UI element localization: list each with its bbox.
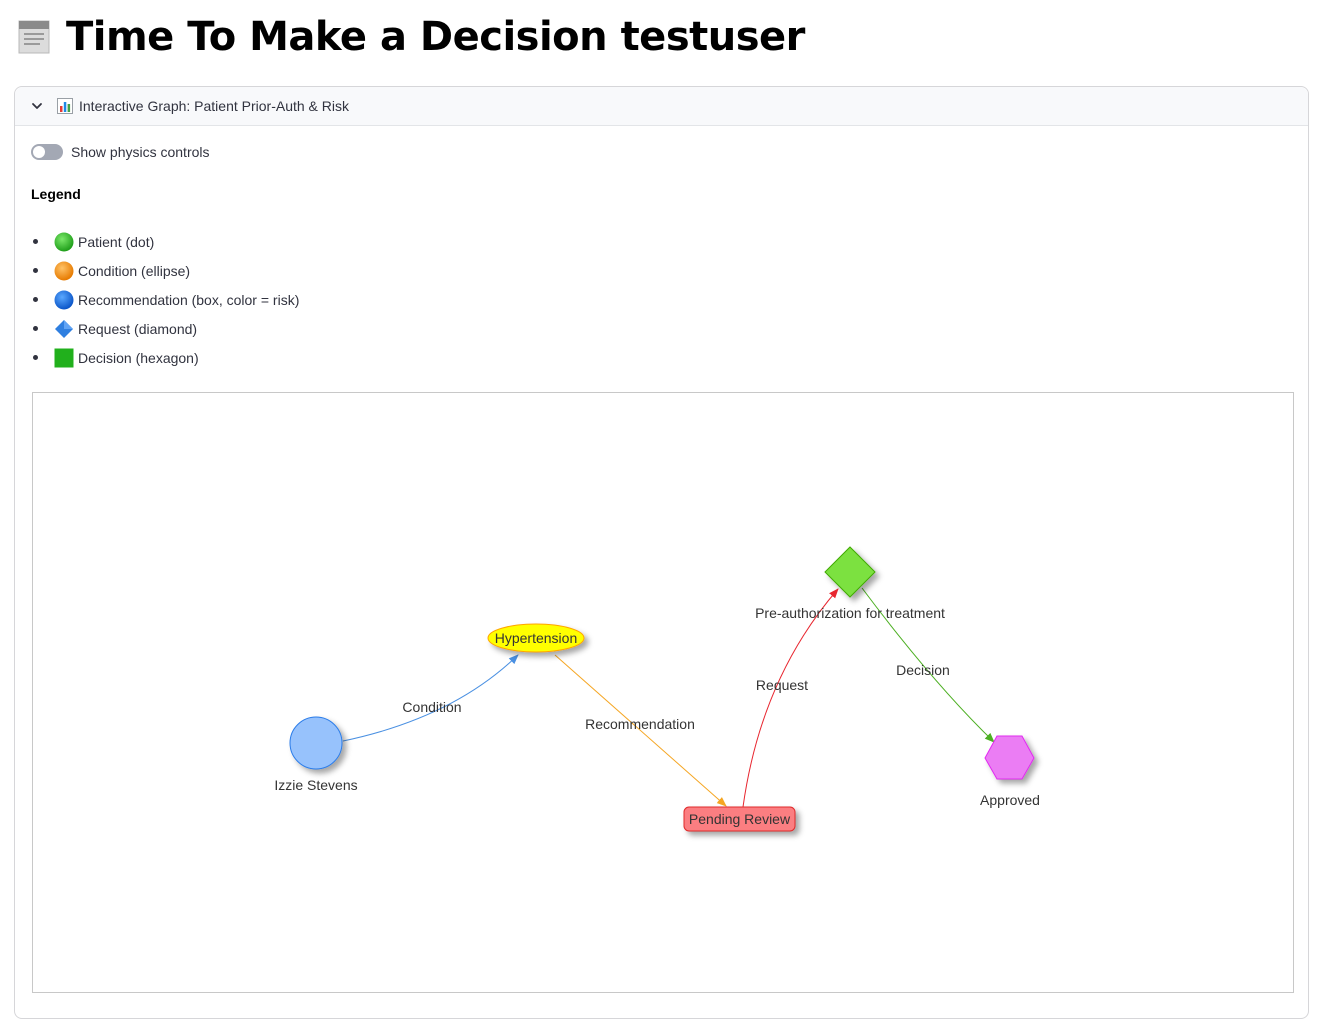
page-title-text: Time To Make a Decision testuser [66,14,805,60]
node-recommendation[interactable]: Pending Review [683,806,796,832]
green-circle-icon [54,232,74,251]
graph-expander: Interactive Graph: Patient Prior-Auth & … [14,86,1309,1019]
legend-item-label: Condition (ellipse) [78,262,191,279]
bullet [33,268,38,273]
edge-decision[interactable] [861,587,995,743]
edge-label: Request [756,677,808,693]
legend-item: Decision (hexagon) [31,343,299,372]
expander-title: Interactive Graph: Patient Prior-Auth & … [79,98,349,114]
legend-item-label: Request (diamond) [78,320,198,337]
legend-item: Patient (dot) [31,227,299,256]
bullet [33,355,38,360]
edge-label: Decision [896,662,950,678]
legend-list: Patient (dot) Condition (ellipse) Recomm… [31,227,299,372]
network-graph-canvas[interactable]: Condition Recommendation Request Decisio… [33,393,1293,992]
node-label: Pre-authorization for treatment [755,605,945,621]
edge-label: Recommendation [585,716,695,732]
edge-request[interactable] [742,588,839,808]
legend-item-label: Decision (hexagon) [78,349,199,366]
node-condition[interactable]: Hypertension [487,623,585,653]
node-label: Pending Review [689,811,791,827]
legend-item-label: Patient (dot) [78,233,155,250]
node-label: Approved [980,792,1040,808]
physics-toggle-row[interactable]: Show physics controls [31,144,210,160]
node-request[interactable]: Pre-authorization for treatment [755,546,945,621]
edge-recommendation[interactable] [554,654,727,807]
legend-item: Condition (ellipse) [31,256,299,285]
expander-header[interactable]: Interactive Graph: Patient Prior-Auth & … [15,87,1308,126]
bullet [33,297,38,302]
physics-toggle[interactable] [31,144,63,160]
bullet [33,326,38,331]
orange-circle-icon [54,261,74,280]
edge-label: Condition [402,699,461,715]
network-graph[interactable]: Condition Recommendation Request Decisio… [32,392,1294,993]
legend-title: Legend [31,186,81,202]
legend-item: Request (diamond) [31,314,299,343]
page-title: Time To Make a Decision testuser [16,14,805,60]
bullet [33,239,38,244]
edge-condition[interactable] [342,654,519,742]
green-square-icon [54,348,74,367]
node-decision[interactable]: Approved [980,735,1040,808]
node-patient[interactable]: Izzie Stevens [274,716,358,793]
blue-circle-icon [54,290,74,309]
node-label: Izzie Stevens [274,777,357,793]
chevron-down-icon[interactable] [31,100,43,112]
toggle-knob [33,146,45,158]
node-label: Hypertension [495,630,578,646]
blue-diamond-icon [55,319,73,338]
document-icon [18,20,50,54]
legend-item-label: Recommendation (box, color = risk) [78,291,300,308]
physics-toggle-label: Show physics controls [71,144,210,160]
legend-item: Recommendation (box, color = risk) [31,285,299,314]
bar-chart-icon [57,98,73,114]
